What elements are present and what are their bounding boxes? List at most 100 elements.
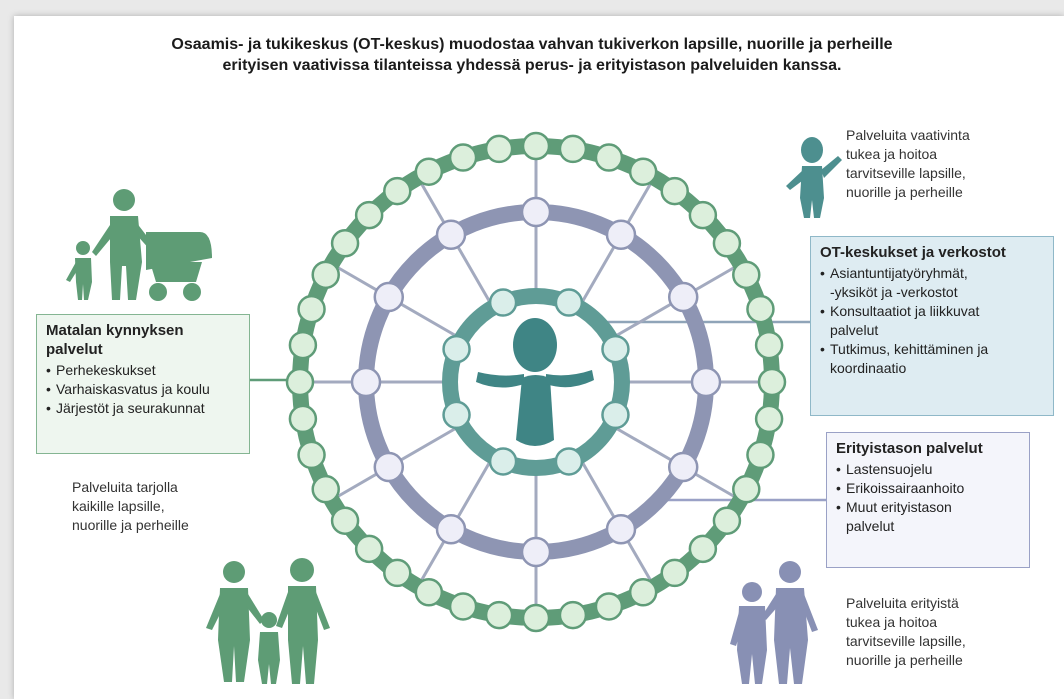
outer-ring-node <box>521 603 551 633</box>
outer-ring-node <box>414 578 444 607</box>
caption-line: tukea ja hoitoa <box>846 614 938 630</box>
outer-ring-node <box>484 134 514 164</box>
list-item-line: palvelut <box>846 518 895 534</box>
list-item: Erikoissairaanhoito <box>836 479 1020 498</box>
outer-ring-node <box>330 506 360 535</box>
caption-line: kaikille lapsille, <box>72 498 165 514</box>
list-item-line: Asiantuntijatyöryhmät, <box>830 265 968 281</box>
outer-ring-node <box>660 558 689 588</box>
outer-ring-node <box>732 260 761 290</box>
list-item: Muut erityistason palvelut <box>836 498 1020 536</box>
title-line: palvelut <box>46 341 103 358</box>
outer-ring-node <box>558 600 588 630</box>
caption-line: Palveluita vaativinta <box>846 127 970 143</box>
low-threshold-services-list: Perhekeskukset Varhaiskasvatus ja koulu … <box>46 361 240 418</box>
caption-line: tarvitseville lapsille, <box>846 165 966 181</box>
outer-ring-node <box>688 534 718 564</box>
two-adults-icon <box>730 561 818 684</box>
middle-ring-node <box>690 366 722 398</box>
caption-line: tukea ja hoitoa <box>846 146 938 162</box>
outer-ring-node <box>297 440 326 470</box>
family-with-stroller-icon <box>66 189 212 301</box>
ot-centers-list: Asiantuntijatyöryhmät, -yksiköt ja -verk… <box>820 264 1044 378</box>
title-line-2: erityisen vaativissa tilanteissa yhdessä… <box>222 57 842 74</box>
list-item: Varhaiskasvatus ja koulu <box>46 380 240 399</box>
outer-ring-node <box>448 592 478 621</box>
middle-ring-node <box>520 196 552 228</box>
outer-ring-nodes <box>285 131 787 633</box>
middle-ring-node <box>667 451 699 483</box>
list-item-line: Muut erityistason <box>846 499 952 515</box>
outer-ring-node <box>484 600 514 630</box>
outer-ring-node <box>712 506 742 535</box>
outer-ring-node <box>311 260 340 290</box>
special-level-services-box: Erityistason palvelut Lastensuojelu Erik… <box>826 432 1030 568</box>
outer-ring-node <box>754 330 784 360</box>
list-item: Tutkimus, kehittäminen ja koordinaatio <box>820 340 1044 378</box>
inner-ring-node <box>554 288 584 317</box>
list-item: Konsultaatiot ja liikkuvat palvelut <box>820 302 1044 340</box>
inner-ring-node <box>554 447 584 476</box>
caption-special-support: Palveluita erityistä tukea ja hoitoa tar… <box>846 594 966 670</box>
outer-ring-node <box>594 592 624 621</box>
caption-line: Palveluita tarjolla <box>72 479 178 495</box>
ot-centers-title: OT-keskukset ja verkostot <box>820 244 1006 261</box>
inner-ring-nodes <box>442 288 630 476</box>
parents-with-child-icon <box>206 558 330 684</box>
outer-ring-node <box>354 534 384 564</box>
outer-ring-node <box>757 367 787 397</box>
outer-ring-node <box>521 131 551 161</box>
outer-ring-node <box>660 176 689 206</box>
low-threshold-services-box: Matalan kynnyksen palvelut Perhekeskukse… <box>36 314 250 454</box>
outer-ring-node <box>628 578 658 607</box>
middle-ring-nodes <box>350 196 722 568</box>
outer-ring-node <box>732 474 761 504</box>
outer-ring-node <box>297 294 326 324</box>
caption-line: nuorille ja perheille <box>72 517 189 533</box>
outer-ring-node <box>628 157 658 186</box>
inner-ring-node <box>442 334 471 364</box>
outer-ring-node <box>746 440 775 470</box>
low-threshold-services-title: Matalan kynnyksen palvelut <box>46 321 240 359</box>
outer-ring-node <box>688 200 718 230</box>
inner-ring-node <box>601 334 630 364</box>
inner-ring-node <box>488 447 518 476</box>
middle-ring-node <box>435 219 467 251</box>
outer-ring-node <box>448 143 478 172</box>
list-item-line: Konsultaatiot ja liikkuvat <box>830 303 980 319</box>
outer-ring-node <box>383 176 412 206</box>
title-line-1: Osaamis- ja tukikeskus (OT-keskus) muodo… <box>171 36 893 53</box>
middle-ring-node <box>520 536 552 568</box>
outer-ring-node <box>754 404 784 434</box>
list-item: Lastensuojelu <box>836 460 1020 479</box>
ot-centers-box: OT-keskukset ja verkostot Asiantuntijaty… <box>810 236 1054 416</box>
outer-ring-node <box>383 558 412 588</box>
child-open-arms-icon <box>476 318 594 446</box>
list-item-line: Tutkimus, kehittäminen ja <box>830 341 989 357</box>
inner-ring-node <box>601 400 630 430</box>
special-level-services-list: Lastensuojelu Erikoissairaanhoito Muut e… <box>836 460 1020 536</box>
caption-most-demanding-support: Palveluita vaativinta tukea ja hoitoa ta… <box>846 126 970 202</box>
inner-ring-node <box>488 288 518 317</box>
outer-ring-node <box>285 367 315 397</box>
inner-ring <box>442 288 630 476</box>
outer-ring-node <box>712 229 742 258</box>
caption-services-for-all: Palveluita tarjolla kaikille lapsille, n… <box>72 478 189 535</box>
caption-line: Palveluita erityistä <box>846 595 959 611</box>
middle-ring-node <box>350 366 382 398</box>
outer-ring-node <box>288 404 318 434</box>
outer-ring-node <box>594 143 624 172</box>
child-icon <box>786 137 842 218</box>
diagram-title: Osaamis- ja tukikeskus (OT-keskus) muodo… <box>0 34 1064 76</box>
caption-line: nuorille ja perheille <box>846 652 963 668</box>
list-item: Järjestöt ja seurakunnat <box>46 399 240 418</box>
middle-ring-node <box>605 219 637 251</box>
list-item: Perhekeskukset <box>46 361 240 380</box>
list-item-line: palvelut <box>830 322 879 338</box>
middle-ring-node <box>373 451 405 483</box>
outer-ring-node <box>414 157 444 186</box>
caption-line: tarvitseville lapsille, <box>846 633 966 649</box>
outer-ring-node <box>354 200 384 230</box>
middle-ring-node <box>435 513 467 545</box>
